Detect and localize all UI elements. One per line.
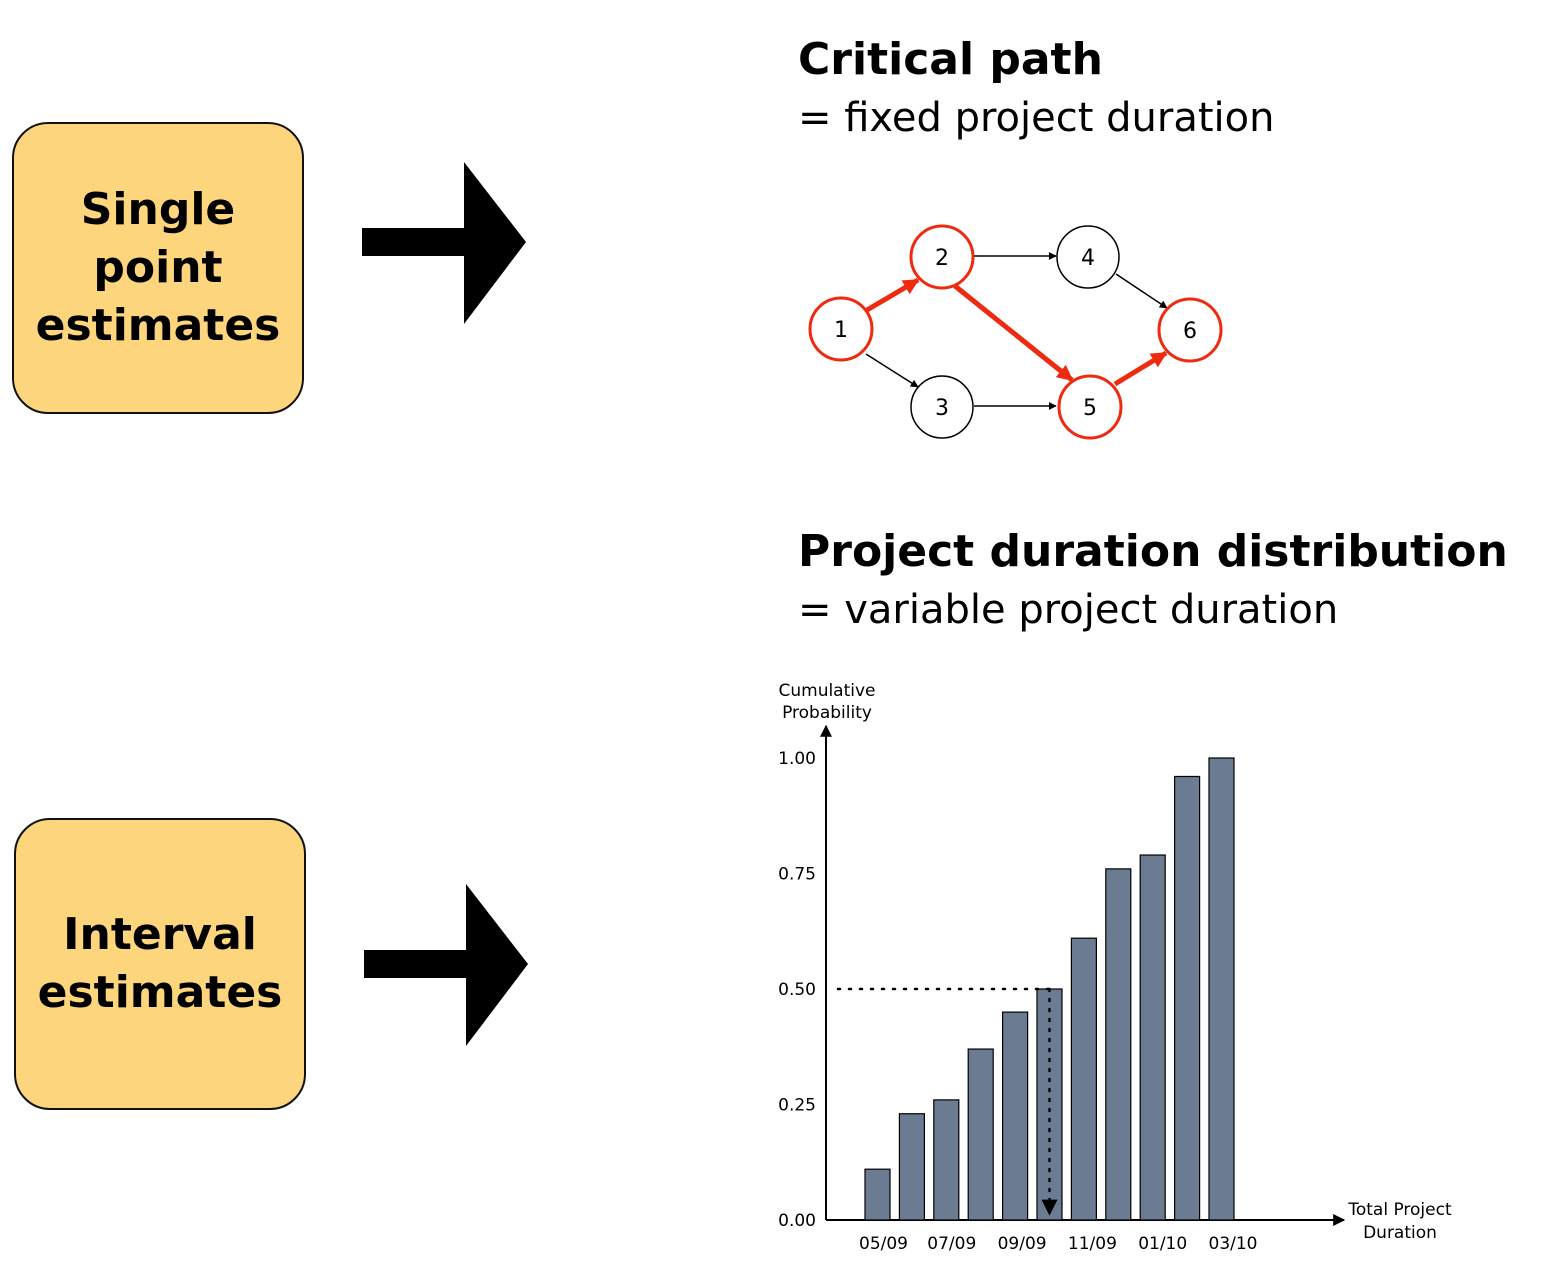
node-1: 1 [808, 296, 874, 362]
y-tick-label: 1.00 [778, 749, 816, 769]
critical-edge-5-6 [1113, 350, 1168, 387]
node-6-label: 6 [1183, 319, 1197, 344]
node-5: 5 [1057, 374, 1123, 440]
bar [1208, 757, 1235, 1221]
y-axis-label: Cumulative [778, 681, 875, 701]
node-4-label: 4 [1081, 246, 1095, 271]
label-line: Single [80, 184, 236, 235]
critical-path-title: Critical path [798, 34, 1103, 85]
x-tick-label: 09/09 [998, 1234, 1047, 1254]
single-point-estimates-label: Single point estimates [36, 181, 281, 355]
critical-path-subtitle: = fixed project duration [798, 95, 1275, 141]
label-line: estimates [35, 300, 281, 351]
critical-edge-1-2 [865, 277, 920, 313]
bar [864, 1168, 891, 1221]
node-3: 3 [910, 375, 974, 439]
node-6: 6 [1157, 297, 1223, 363]
cumulative-probability-bar-chart: 0.00 0.25 0.50 0.75 1.00 CumulativeProbabilit… [778, 681, 1452, 1254]
edge-4-6 [1115, 273, 1168, 309]
y-tick-label: 0.50 [778, 980, 816, 1000]
node-3-label: 3 [935, 396, 949, 421]
label-line: estimates [37, 967, 283, 1018]
edge-1-3 [865, 353, 919, 388]
interval-estimates-box: Interval estimates [14, 818, 306, 1110]
right-arrow-icon [364, 884, 528, 1046]
critical-edge-2-5 [953, 284, 1074, 382]
bar [1174, 775, 1201, 1221]
bar [1105, 868, 1132, 1221]
x-tick-label: 03/10 [1209, 1234, 1258, 1254]
bar [898, 1113, 925, 1221]
bar [933, 1099, 960, 1221]
y-tick-label: 0.00 [778, 1211, 816, 1231]
bar [1002, 1011, 1029, 1221]
node-5-label: 5 [1083, 396, 1097, 421]
bar [967, 1048, 994, 1221]
interval-estimates-label: Interval estimates [38, 906, 283, 1022]
single-point-estimates-box: Single point estimates [12, 122, 304, 414]
critical-path-network-diagram: 1 2 3 4 5 6 [808, 224, 1223, 440]
label-line: Interval [63, 909, 257, 960]
x-axis-label: Duration [1363, 1223, 1437, 1243]
distribution-title: Project duration distribution [798, 526, 1508, 577]
bar [1139, 854, 1166, 1221]
node-2: 2 [909, 224, 975, 290]
node-2-label: 2 [935, 246, 949, 271]
x-tick-label: 01/10 [1138, 1234, 1187, 1254]
x-tick-label: 05/09 [859, 1234, 908, 1254]
right-arrow-icon [362, 162, 526, 324]
distribution-subtitle: = variable project duration [798, 587, 1339, 633]
y-axis-label: Probability [782, 703, 872, 723]
bar [1036, 988, 1063, 1221]
y-tick-label: 0.25 [778, 1096, 816, 1116]
bar [1070, 937, 1097, 1221]
x-tick-label: 07/09 [927, 1234, 976, 1254]
y-tick-label: 0.75 [778, 865, 816, 885]
x-axis-label: Total Project [1347, 1200, 1452, 1220]
x-tick-label: 11/09 [1068, 1234, 1117, 1254]
node-4: 4 [1056, 225, 1120, 289]
label-line: point [93, 242, 223, 293]
node-1-label: 1 [834, 318, 848, 343]
